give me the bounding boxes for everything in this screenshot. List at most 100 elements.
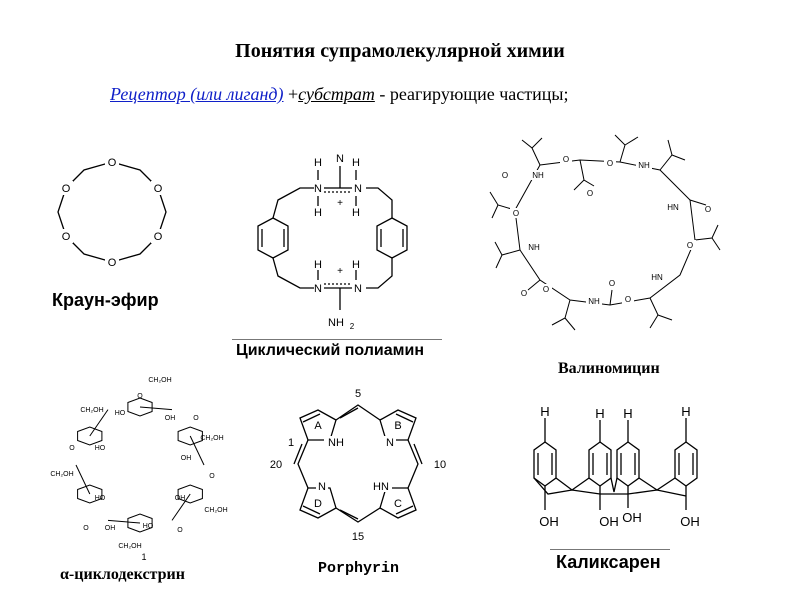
ho-group: HO — [95, 445, 106, 452]
substrate-text: субстрат — [298, 84, 375, 104]
oh-group: OH — [599, 514, 619, 529]
crown-ether-label: Краун-эфир — [52, 290, 159, 310]
ch2oh-group: CH₂OH — [80, 407, 103, 414]
subtitle-rest: - реагирующие частицы; — [374, 84, 569, 104]
hn-group: HN — [667, 203, 679, 212]
locant-10: 10 — [434, 459, 446, 471]
polyamine-label: Циклический полиамин — [236, 342, 424, 359]
o-atom: O — [137, 393, 143, 400]
valinomycin-structure: NH O O NH HN O HN NH NH O O O O O O O O — [489, 134, 721, 331]
plus-sign: + — [283, 84, 299, 104]
n-atom: N — [314, 183, 322, 195]
ring-b-label: B — [394, 420, 401, 432]
ch2oh-group: CH₂OH — [200, 435, 223, 442]
ho-group: HO — [143, 523, 154, 530]
n-atom: N — [386, 437, 394, 449]
h-atom: H — [314, 207, 322, 219]
n-atom: N — [314, 283, 322, 295]
oh-group: OH — [165, 415, 176, 422]
h-atom: H — [352, 207, 360, 219]
locant-15: 15 — [352, 531, 364, 543]
subtitle: Рецептор (или лиганд) +субстрат - реагир… — [110, 84, 569, 105]
h-atom: H — [595, 406, 604, 421]
charge-plus: + — [337, 198, 343, 209]
ring-d-label: D — [314, 498, 322, 510]
nh-group: NH — [638, 161, 650, 170]
o-atom: O — [607, 159, 613, 168]
ch2oh-group: CH₂OH — [50, 471, 73, 478]
o-atom: O — [83, 525, 89, 532]
h-atom: H — [540, 404, 549, 419]
ch2oh-group: CH₂OH — [118, 543, 141, 550]
glycosidic-bond — [139, 406, 173, 411]
cyclodextrin-label: α-циклодекстрин — [60, 566, 185, 583]
h-atom: H — [681, 404, 690, 419]
glycosidic-bond — [171, 493, 191, 521]
h-atom: H — [314, 259, 322, 271]
crown-oxygen: O — [108, 157, 117, 169]
oh-group: OH — [181, 455, 192, 462]
crown-oxygen: O — [154, 183, 163, 195]
crown-oxygen: O — [62, 231, 71, 243]
hn-group: HN — [651, 273, 663, 282]
glucose-ring — [177, 426, 203, 446]
ring-c-label: C — [394, 498, 402, 510]
glycosidic-bond — [75, 464, 91, 495]
ho-group: HO — [95, 495, 106, 502]
o-atom: O — [521, 289, 527, 298]
calixarene-structure: H H H H OH OH OH OH — [533, 404, 700, 529]
crown-oxygen: O — [154, 231, 163, 243]
o-atom: O — [209, 473, 215, 480]
nh-group: NH — [528, 243, 540, 252]
oh-group: OH — [622, 510, 642, 525]
glycosidic-bond — [107, 519, 141, 524]
o-atom: O — [625, 295, 631, 304]
nh-group: NH — [328, 437, 344, 449]
crown-oxygen: O — [62, 183, 71, 195]
polyamine-divider — [232, 339, 442, 340]
glycosidic-bond — [189, 435, 205, 466]
calixarene-divider — [550, 549, 670, 550]
oh-group: OH — [105, 525, 116, 532]
locant-20: 20 — [270, 459, 282, 471]
o-atom: O — [587, 189, 593, 198]
h-atom: H — [314, 157, 322, 169]
o-atom: O — [177, 527, 183, 534]
ring-a-label: A — [314, 420, 322, 432]
charge-plus: + — [337, 266, 343, 277]
page-title: Понятия супрамолекулярной химии — [235, 40, 565, 62]
n-atom: N — [336, 153, 344, 165]
h-atom: H — [352, 259, 360, 271]
oh-group: OH — [680, 514, 700, 529]
oh-group: OH — [175, 495, 186, 502]
receptor-link[interactable]: Рецептор (или лиганд) — [110, 84, 284, 104]
ch2oh-group: CH₂OH — [148, 377, 171, 384]
ho-group: HO — [115, 410, 126, 417]
o-atom: O — [563, 155, 569, 164]
calixarene-label: Каликсарен — [556, 552, 661, 572]
nh2-subscript: 2 — [350, 322, 355, 331]
oh-group: OH — [539, 514, 559, 529]
locant-5: 5 — [355, 388, 361, 400]
valinomycin-label: Валиномицин — [558, 360, 660, 377]
porphyrin-label: Porphyrin — [318, 560, 400, 577]
nh2-group: NH — [328, 317, 344, 329]
n-atom: N — [354, 283, 362, 295]
o-atom: O — [69, 445, 75, 452]
crown-ether-structure: O O O O O O — [57, 155, 167, 269]
o-atom: O — [705, 205, 711, 214]
glucose-ring — [77, 484, 103, 504]
ch2oh-group: CH₂OH — [204, 507, 227, 514]
cyclic-polyamine-structure: H H N N N H H + H H + N N NH 2 — [257, 153, 408, 331]
o-atom: O — [543, 285, 549, 294]
o-atom: O — [609, 279, 615, 288]
n-atom: N — [318, 481, 326, 493]
glucose-ring — [127, 513, 153, 533]
glycosidic-bond — [89, 409, 109, 437]
h-atom: H — [623, 406, 632, 421]
glucose-ring — [177, 484, 203, 504]
o-atom: O — [687, 241, 693, 250]
porphyrin-structure: 5 1 20 10 15 A B C D NH N N HN — [270, 388, 446, 543]
glucose-ring — [77, 426, 103, 446]
locant-1: 1 — [288, 437, 294, 449]
